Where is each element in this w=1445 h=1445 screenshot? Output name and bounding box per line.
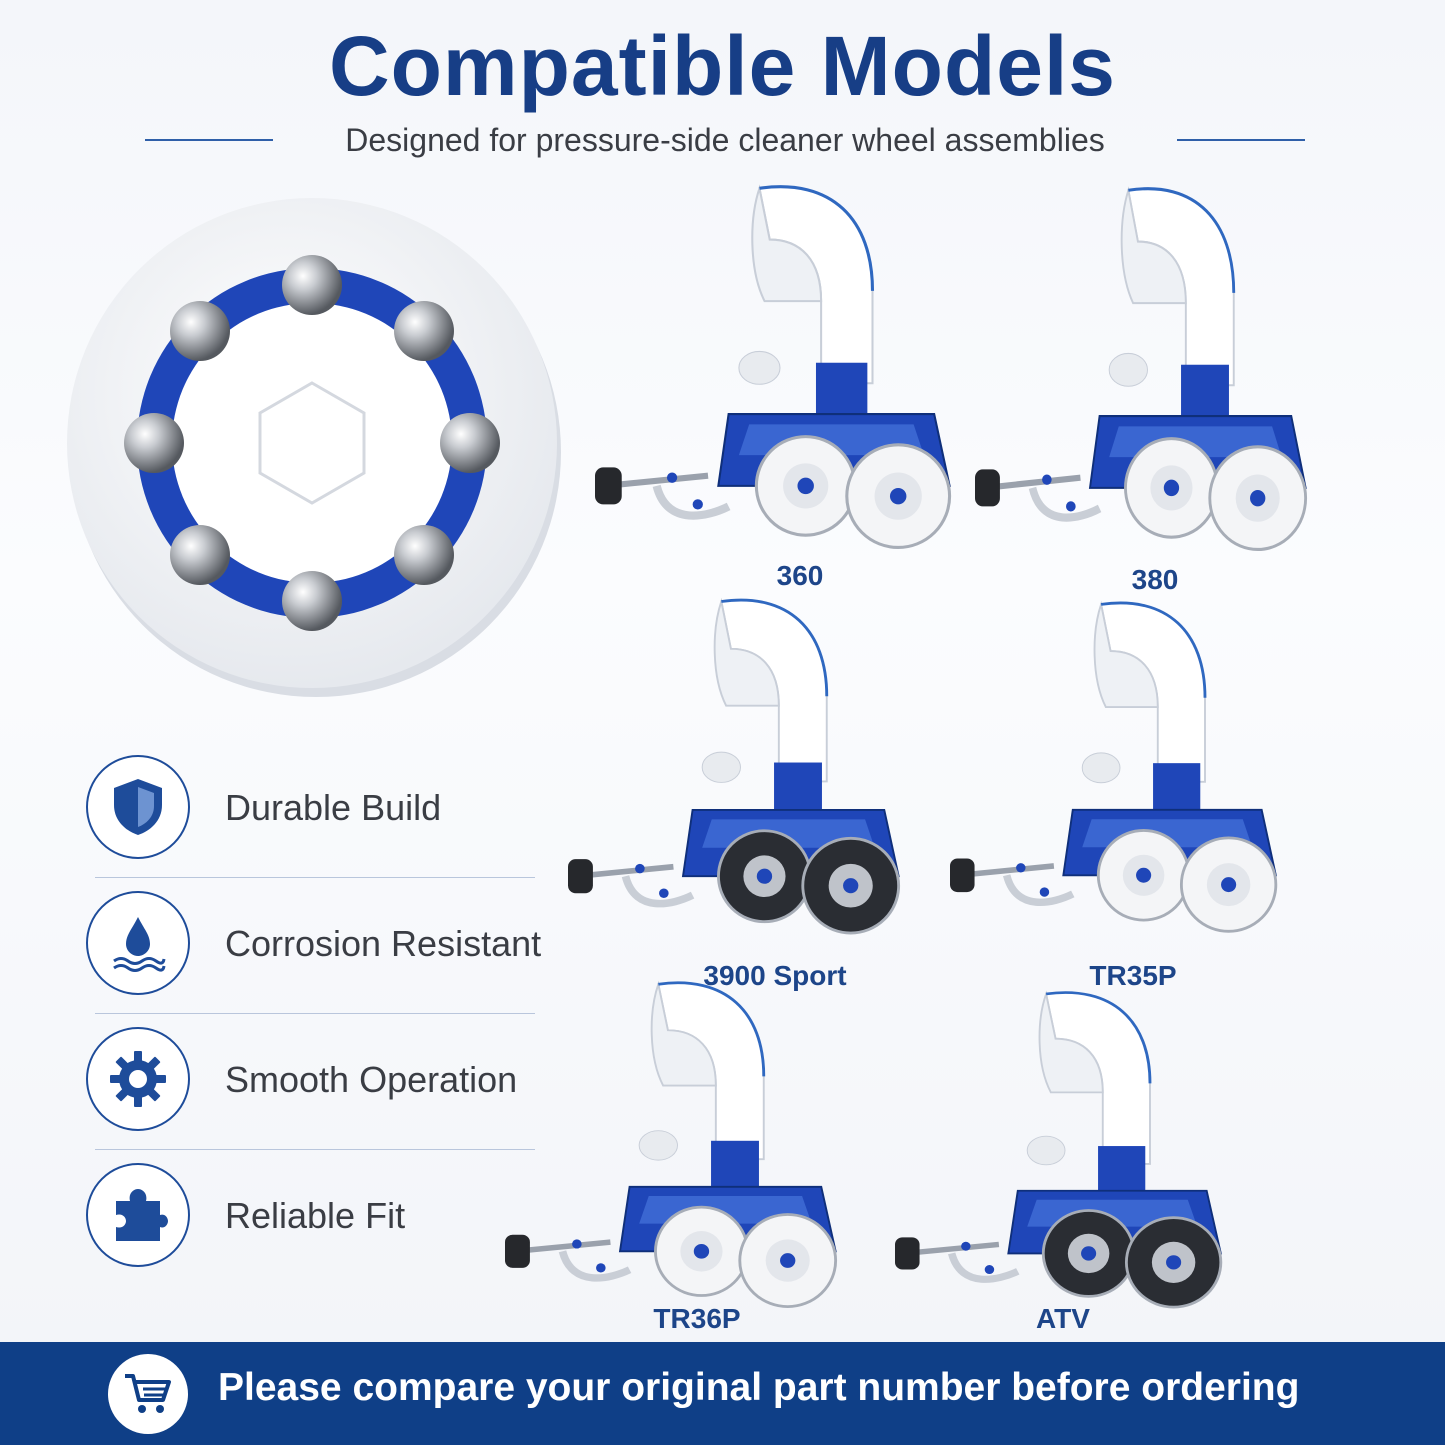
puzzle-piece-icon	[86, 1163, 190, 1267]
model-card	[568, 592, 913, 952]
footer-banner: Please compare your original part number…	[0, 1342, 1445, 1445]
pool-cleaner-image	[895, 990, 1223, 1309]
shield-icon	[86, 755, 190, 859]
feature-corrosion-resistant: Corrosion Resistant	[80, 891, 542, 1027]
model-label: 3900 Sport	[703, 960, 847, 991]
model-label: TR35P	[1089, 960, 1177, 991]
gear-icon	[86, 1027, 190, 1131]
footer-text: Please compare your original part number…	[218, 1366, 1300, 1409]
feature-list: Durable Build Corrosion Resistant	[80, 755, 542, 1299]
feature-label: Reliable Fit	[225, 1195, 406, 1236]
page-subtitle: Designed for pressure-side cleaner wheel…	[345, 121, 1105, 158]
page-title: Compatible Models	[328, 19, 1117, 113]
model-label: 380	[1131, 564, 1179, 595]
model-card	[975, 180, 1320, 570]
pool-cleaner-image	[950, 600, 1278, 933]
divider	[95, 1149, 535, 1150]
feature-label: Smooth Operation	[225, 1059, 518, 1100]
feature-durable-build: Durable Build	[80, 755, 540, 891]
subtitle-right-line	[1176, 139, 1305, 141]
pool-cleaner-image	[595, 184, 952, 550]
water-drop-icon	[86, 891, 190, 995]
pool-cleaner-image	[505, 980, 838, 1308]
model-card	[505, 975, 850, 1325]
feature-label: Corrosion Resistant	[225, 923, 542, 964]
pool-cleaner-image	[975, 186, 1308, 552]
model-card	[950, 595, 1290, 950]
divider	[95, 1013, 535, 1014]
bearing-image	[64, 190, 564, 700]
bearing-balls	[124, 255, 500, 631]
model-label: 360	[776, 560, 824, 591]
model-card	[595, 178, 965, 568]
feature-smooth-operation: Smooth Operation	[80, 1027, 540, 1163]
pool-cleaner-image	[568, 597, 901, 935]
feature-reliable-fit: Reliable Fit	[80, 1163, 540, 1299]
subtitle-left-line	[145, 139, 273, 141]
model-label: TR36P	[653, 1303, 741, 1334]
model-card	[895, 985, 1235, 1325]
bearing-illustration	[67, 198, 561, 697]
feature-label: Durable Build	[225, 787, 442, 828]
shopping-cart-icon	[108, 1354, 188, 1434]
divider	[95, 877, 535, 878]
model-label: ATV	[1036, 1303, 1090, 1334]
subtitle-row: Designed for pressure-side cleaner wheel…	[145, 118, 1305, 162]
